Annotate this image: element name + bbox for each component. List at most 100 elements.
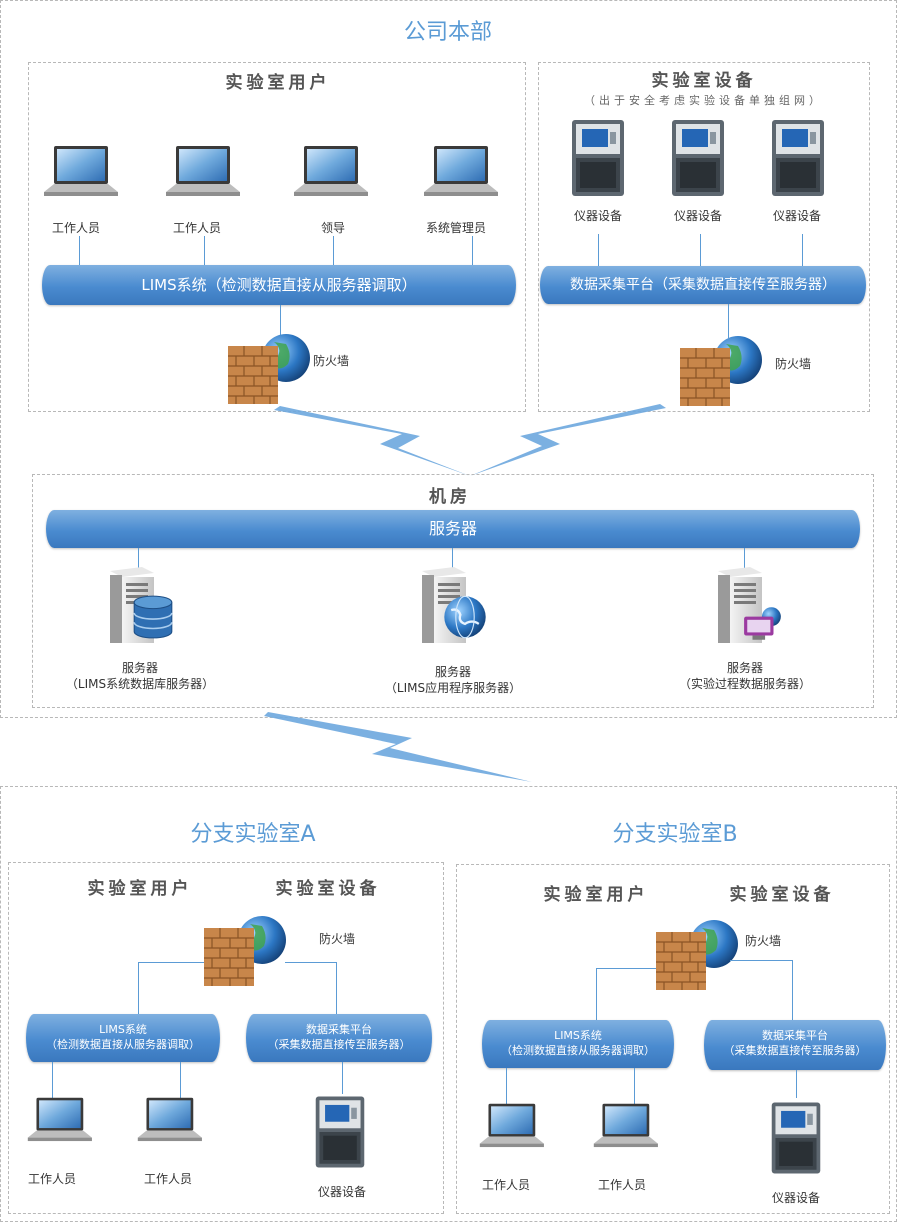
hq-title: 公司本部 — [403, 20, 492, 45]
branch-a-title: 分支实验室A — [190, 822, 316, 847]
connector-line — [180, 1062, 181, 1098]
branch-b-equip-title: 实验室设备 — [729, 885, 835, 905]
server-desc-label: （LIMS应用程序服务器） — [384, 681, 522, 695]
connector-line — [634, 1068, 635, 1104]
connector-line — [342, 1062, 343, 1094]
connector-line — [204, 236, 205, 266]
instrument-icon[interactable] — [568, 118, 628, 198]
laptop-icon[interactable] — [134, 1096, 204, 1148]
server-bus-label: 服务器 — [428, 519, 477, 538]
server-desc-label: （实验过程数据服务器） — [678, 677, 811, 691]
lightning-link-icon — [264, 712, 532, 782]
branch-a-lims-line2: （检测数据直接从服务器调取） — [46, 1038, 200, 1051]
connector-line — [700, 234, 701, 268]
branch-b-user-label: 工作人员 — [481, 1178, 530, 1192]
hq-equipment-panel — [538, 62, 870, 412]
connector-line — [285, 962, 337, 963]
hq-equipment-note: （出于安全考虑实验设备单独组网） — [584, 94, 824, 107]
server-room-title: 机房 — [429, 487, 471, 507]
branch-a-daq-line2: （采集数据直接传至服务器） — [267, 1038, 411, 1051]
laptop-icon[interactable] — [40, 144, 120, 204]
connector-line — [598, 234, 599, 268]
instrument-icon[interactable] — [768, 1098, 824, 1178]
branch-b-lims-line2: （检测数据直接从服务器调取） — [501, 1044, 655, 1057]
connector-line — [52, 1062, 53, 1098]
monitor-icon — [742, 606, 784, 642]
branch-b-lims-bus[interactable]: LIMS系统 （检测数据直接从服务器调取） — [482, 1020, 674, 1068]
firewall-icon[interactable] — [224, 328, 314, 408]
hq-users-panel — [28, 62, 526, 412]
server-name-label: 服务器 — [121, 661, 158, 675]
lightning-link-icon — [274, 404, 666, 476]
branch-a-device-label: 仪器设备 — [317, 1185, 366, 1199]
branch-a-equip-title: 实验室设备 — [275, 879, 381, 899]
laptop-icon[interactable] — [162, 144, 242, 204]
connector-line — [744, 548, 745, 570]
branch-a-user-label: 工作人员 — [27, 1172, 76, 1186]
branch-a-user-label: 工作人员 — [143, 1172, 192, 1186]
laptop-icon[interactable] — [476, 1102, 546, 1154]
hq-daq-bus[interactable]: 数据采集平台（采集数据直接传至服务器） — [540, 266, 866, 304]
server-desc-label: （LIMS系统数据库服务器） — [65, 677, 215, 691]
hq-user-label: 领导 — [320, 221, 345, 235]
branch-b-daq-bus[interactable]: 数据采集平台 （采集数据直接传至服务器） — [704, 1020, 886, 1070]
laptop-icon[interactable] — [24, 1096, 94, 1148]
hq-users-firewall-label: 防火墙 — [312, 354, 349, 368]
hq-device-label: 仪器设备 — [573, 209, 622, 223]
branch-b-lims-line1: LIMS系统 — [554, 1029, 602, 1042]
firewall-icon[interactable] — [652, 914, 742, 994]
branch-a-lims-line1: LIMS系统 — [99, 1023, 147, 1036]
hq-user-label: 工作人员 — [51, 221, 100, 235]
instrument-icon[interactable] — [312, 1092, 368, 1172]
connector-line — [506, 1068, 507, 1104]
branch-a-panel — [8, 862, 444, 1214]
connector-line — [730, 960, 792, 961]
connector-line — [79, 236, 80, 266]
laptop-icon[interactable] — [290, 144, 370, 204]
hq-lims-bus[interactable]: LIMS系统（检测数据直接从服务器调取） — [42, 265, 516, 305]
firewall-icon[interactable] — [676, 330, 766, 410]
server-bus[interactable]: 服务器 — [46, 510, 860, 548]
hq-daq-bus-label: 数据采集平台（采集数据直接传至服务器） — [570, 277, 836, 293]
hq-user-label: 工作人员 — [172, 221, 221, 235]
branch-b-title: 分支实验室B — [612, 822, 738, 847]
connector-line — [802, 234, 803, 268]
laptop-icon[interactable] — [590, 1102, 660, 1154]
connector-line — [280, 305, 281, 340]
instrument-icon[interactable] — [668, 118, 728, 198]
hq-lims-bus-label: LIMS系统（检测数据直接从服务器调取） — [141, 276, 417, 294]
globe-icon — [442, 594, 488, 640]
branch-b-user-label: 工作人员 — [597, 1178, 646, 1192]
instrument-icon[interactable] — [768, 118, 828, 198]
branch-b-users-title: 实验室用户 — [543, 885, 649, 905]
connector-line — [472, 236, 473, 266]
connector-line — [596, 968, 597, 1020]
connector-line — [138, 962, 139, 1014]
connector-line — [792, 960, 793, 1020]
connector-line — [452, 548, 453, 570]
laptop-icon[interactable] — [420, 144, 500, 204]
hq-user-label: 系统管理员 — [425, 221, 486, 235]
connector-line — [333, 236, 334, 266]
branch-a-lims-bus[interactable]: LIMS系统 （检测数据直接从服务器调取） — [26, 1014, 220, 1062]
hq-device-label: 仪器设备 — [772, 209, 821, 223]
branch-b-daq-line2: （采集数据直接传至服务器） — [723, 1044, 867, 1057]
hq-equipment-firewall-label: 防火墙 — [774, 357, 811, 371]
connector-line — [336, 962, 337, 1014]
connector-line — [596, 968, 656, 969]
database-icon — [132, 594, 174, 640]
connector-line — [138, 962, 204, 963]
server-name-label: 服务器 — [726, 661, 763, 675]
branch-a-users-title: 实验室用户 — [87, 879, 193, 899]
hq-device-label: 仪器设备 — [673, 209, 722, 223]
firewall-icon[interactable] — [200, 910, 290, 990]
connector-line — [138, 548, 139, 570]
branch-a-daq-bus[interactable]: 数据采集平台 （采集数据直接传至服务器） — [246, 1014, 432, 1062]
server-name-label: 服务器 — [434, 665, 471, 679]
branch-a-daq-line1: 数据采集平台 — [306, 1023, 372, 1036]
connector-line — [796, 1070, 797, 1098]
server-room-panel — [32, 474, 874, 708]
hq-equipment-title: 实验室设备 — [651, 71, 757, 91]
branch-b-panel — [456, 864, 890, 1214]
branch-b-daq-line1: 数据采集平台 — [762, 1029, 828, 1042]
